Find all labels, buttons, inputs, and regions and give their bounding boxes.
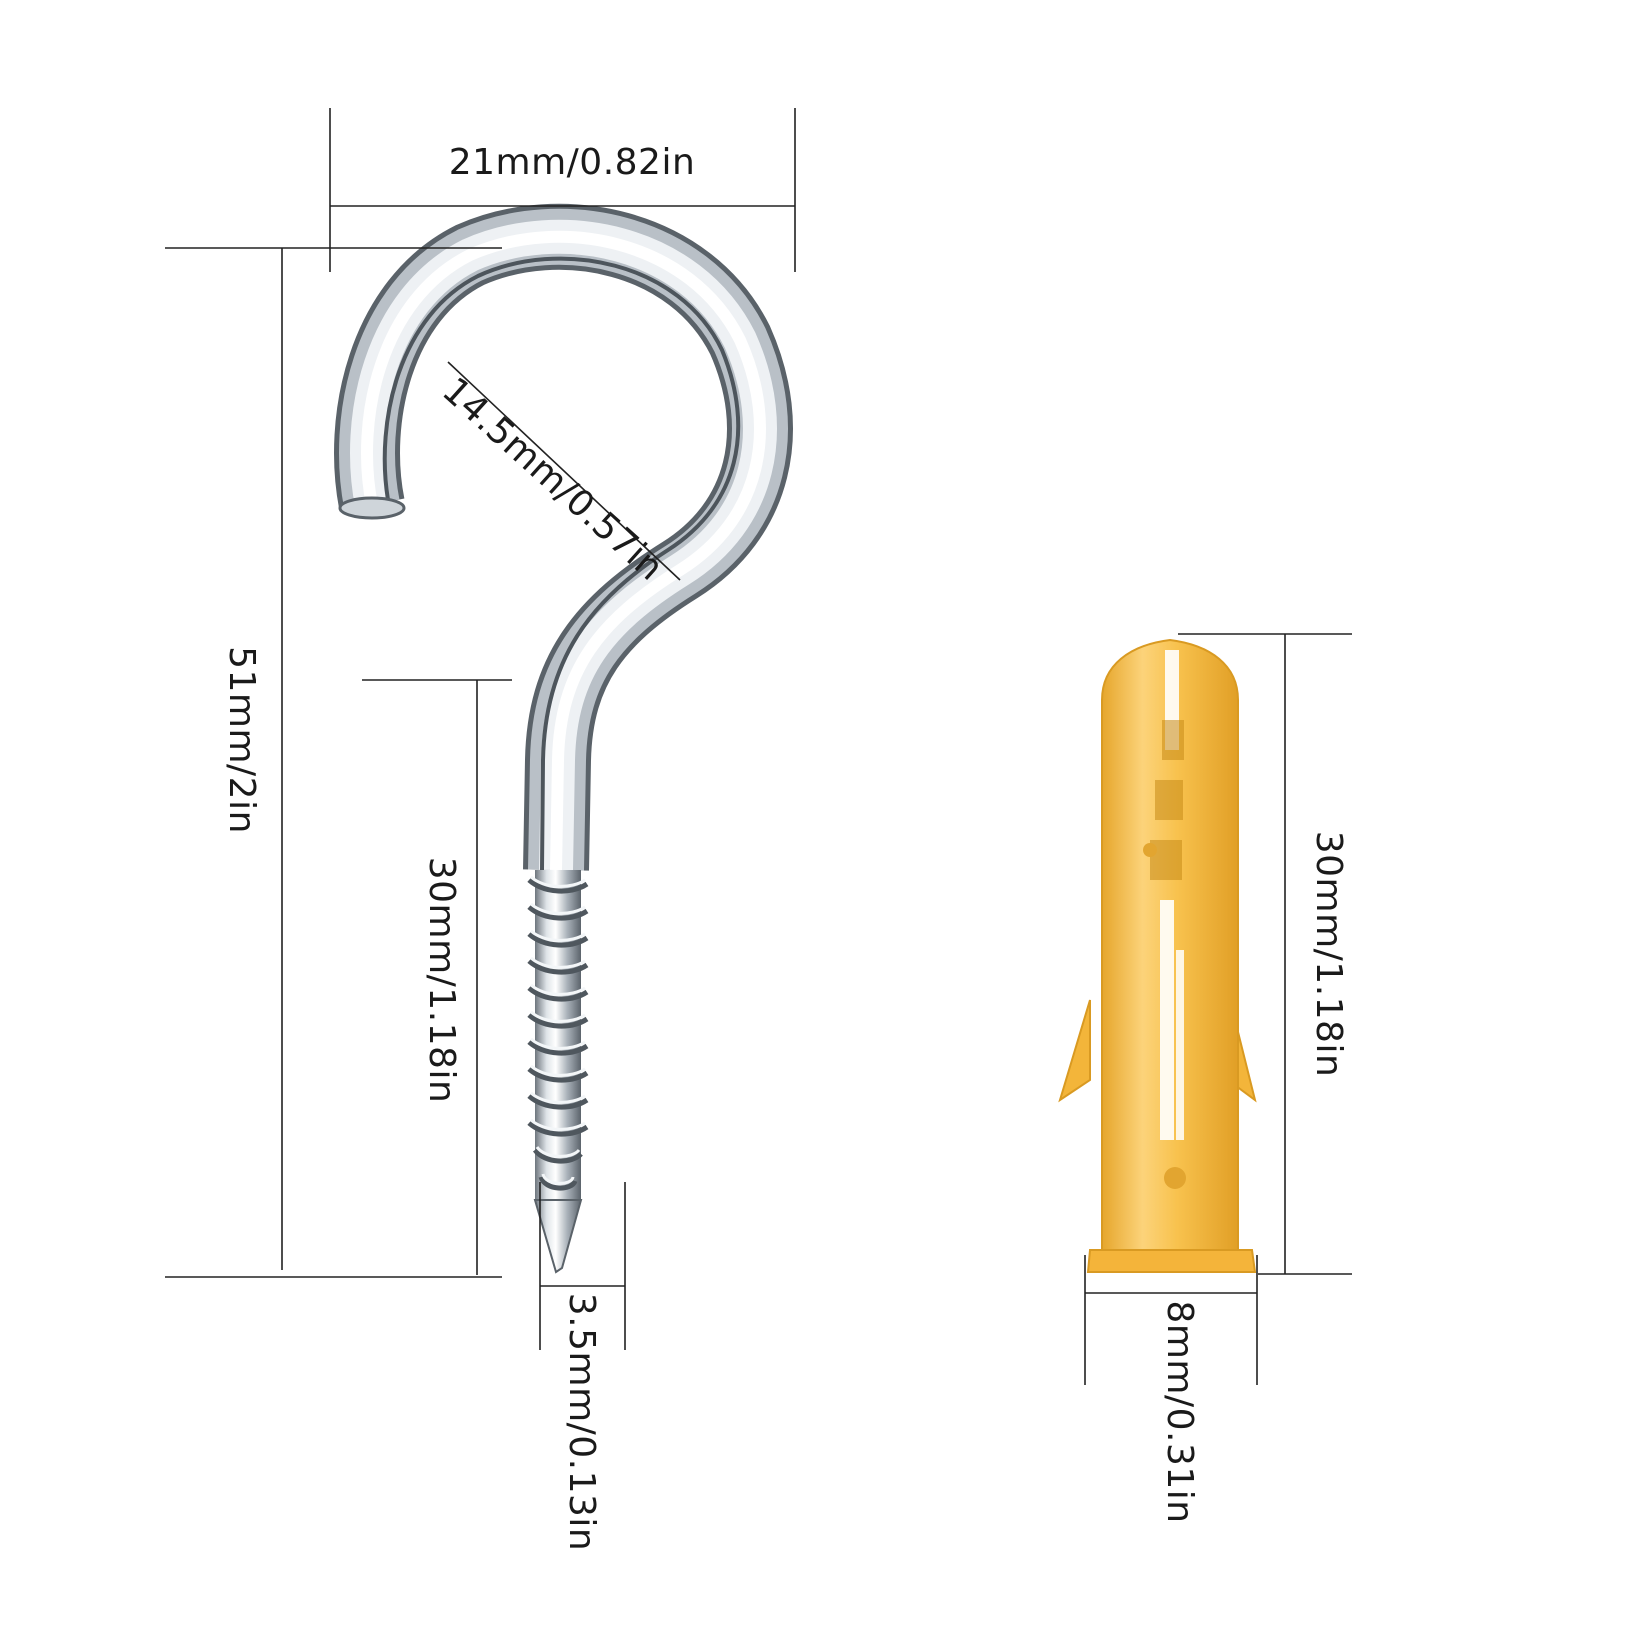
thread-ridge-highlight [530, 1010, 586, 1023]
wall-anchor [1058, 638, 1257, 1273]
thread-ridge-highlight [535, 1145, 581, 1158]
hook-thread-length-label: 30mm/1.18in [421, 857, 462, 1104]
thread-ridge [527, 986, 589, 1002]
hook-inner-diameter-label: 14.5mm/0.57in [434, 370, 671, 589]
thread-ridge [527, 1121, 589, 1137]
hook-width-label: 21mm/0.82in [449, 142, 696, 183]
thread-ridge [527, 932, 589, 948]
dimension-lines [165, 108, 1352, 1385]
anchor-length-label: 30mm/1.18in [1308, 831, 1349, 1078]
thread-ridge [527, 1067, 589, 1083]
thread-ridge [527, 905, 589, 921]
thread-ridge [532, 1148, 583, 1164]
hook-total-height-label: 51mm/2in [221, 646, 262, 834]
thread-ridge-highlight [530, 875, 586, 888]
screw-hook [334, 203, 793, 1274]
thread-ridge [527, 1040, 589, 1056]
thread-ridge-highlight [530, 1118, 586, 1131]
thread-ridge-highlight [530, 1091, 586, 1104]
thread-ridge-highlight [530, 1037, 586, 1050]
thread-ridge-highlight [530, 902, 586, 915]
thread-ridge [527, 959, 589, 975]
screw-thread [527, 875, 589, 1191]
thread-ridge [538, 1175, 578, 1191]
thread-ridge-highlight [541, 1173, 575, 1185]
thread-ridge-highlight [530, 1064, 586, 1077]
anchor-diameter-label: 8mm/0.31in [1159, 1300, 1200, 1523]
thread-ridge-highlight [530, 956, 586, 969]
thread-ridge-highlight [530, 983, 586, 996]
thread-ridge-highlight [530, 929, 586, 942]
thread-ridge [527, 878, 589, 894]
thread-ridge [527, 1094, 589, 1110]
hook-thread-diameter-label: 3.5mm/0.13in [561, 1293, 602, 1552]
thread-ridge [527, 1013, 589, 1029]
